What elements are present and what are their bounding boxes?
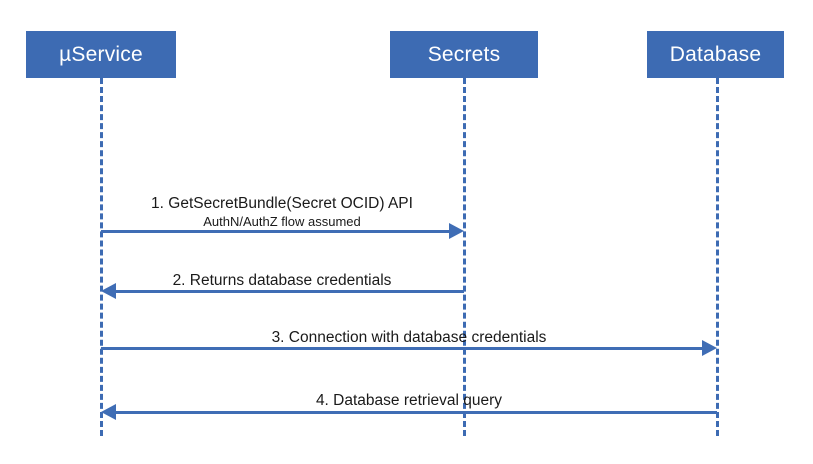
participant-label-database: Database (669, 43, 762, 66)
message-sublabel-1: AuthN/AuthZ flow assumed (203, 214, 361, 229)
participant-label-secrets: Secrets (427, 43, 501, 66)
lifeline-service (100, 78, 103, 436)
participant-box-service: µService (26, 31, 176, 78)
arrowhead-left-icon-4 (101, 404, 116, 420)
message-line-4 (116, 411, 717, 414)
message-label-1: 1. GetSecretBundle(Secret OCID) API (151, 195, 413, 212)
message-label-3: 3. Connection with database credentials (271, 329, 547, 346)
arrowhead-right-icon-1 (449, 223, 464, 239)
message-label-2: 2. Returns database credentials (172, 272, 392, 289)
arrowhead-right-icon-3 (702, 340, 717, 356)
message-line-2 (116, 290, 464, 293)
participant-box-database: Database (647, 31, 784, 78)
arrowhead-left-icon-2 (101, 283, 116, 299)
message-label-4: 4. Database retrieval query (315, 392, 503, 409)
message-line-1 (101, 230, 449, 233)
message-line-3 (101, 347, 702, 350)
participant-label-service: µService (59, 43, 143, 66)
lifeline-database (716, 78, 719, 436)
participant-box-secrets: Secrets (390, 31, 538, 78)
lifeline-secrets (463, 78, 466, 436)
